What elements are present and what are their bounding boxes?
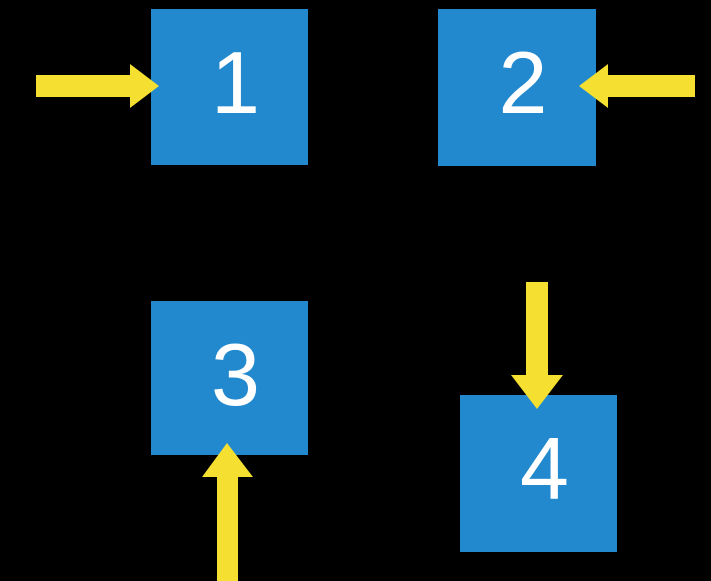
arrow-right-into-box-1[interactable] — [36, 64, 159, 108]
node-box-4[interactable]: 4 — [460, 395, 617, 552]
node-box-1[interactable]: 1 — [151, 9, 308, 165]
arrow-left-into-box-2[interactable] — [579, 64, 695, 108]
arrow-down-into-box-4[interactable] — [511, 282, 563, 409]
node-label-4: 4 — [520, 419, 569, 518]
arrow-up-into-box-3[interactable] — [202, 443, 253, 581]
node-box-3[interactable]: 3 — [151, 301, 308, 455]
node-label-2: 2 — [498, 33, 548, 132]
node-label-3: 3 — [211, 325, 260, 424]
node-label-1: 1 — [211, 33, 260, 132]
node-box-2[interactable]: 2 — [438, 9, 596, 166]
